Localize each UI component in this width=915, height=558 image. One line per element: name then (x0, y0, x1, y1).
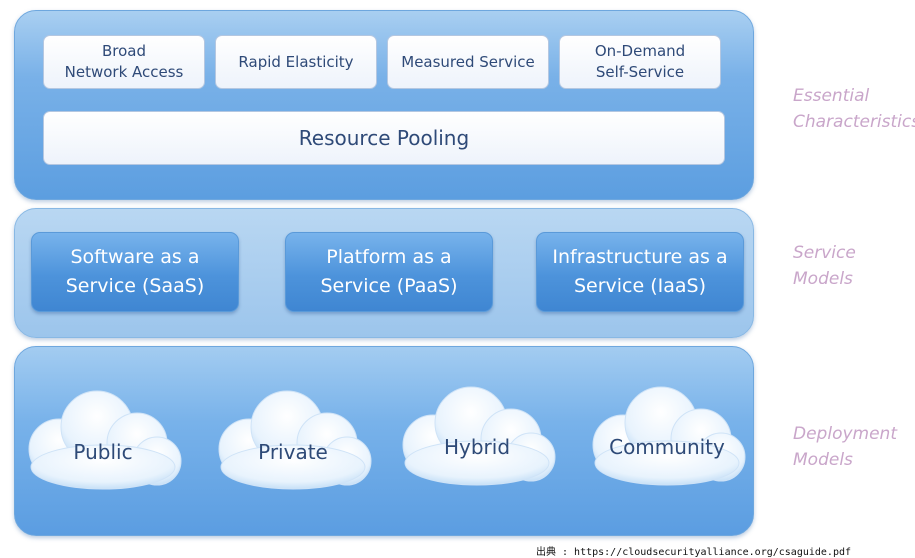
char-broad-network-access: Broad Network Access (43, 35, 205, 89)
char-measured-service: Measured Service (387, 35, 549, 89)
cloud-label-hybrid: Hybrid (443, 435, 511, 459)
cloud-icon (218, 390, 372, 490)
side-label-essential: Essential Characteristics (793, 86, 915, 132)
source-note: 出典 : https://cloudsecurityalliance.org/c… (536, 547, 852, 558)
cloud-label-public: Public (73, 440, 133, 464)
cloud-label-community: Community (609, 435, 725, 459)
char-on-demand-self-service: On-Demand Self-Service (559, 35, 721, 89)
service-models-panel: Software as a Service (SaaS) Platform as… (14, 208, 754, 338)
char-rapid-elasticity: Rapid Elasticity (215, 35, 377, 89)
cloud-private: Private (209, 385, 377, 493)
service-model-saas: Software as a Service (SaaS) (31, 232, 239, 312)
deployment-models-panel: Public Private (14, 346, 754, 536)
essential-characteristics-panel: Broad Network Access Rapid Elasticity Me… (14, 10, 754, 200)
service-model-paas: Platform as a Service (PaaS) (285, 232, 493, 312)
cloud-label-private: Private (258, 440, 328, 464)
cloud-icon (28, 390, 182, 490)
service-model-iaas: Infrastructure as a Service (IaaS) (536, 232, 744, 312)
cloud-community: Community (583, 381, 751, 489)
side-label-service: Service Models (793, 243, 856, 289)
char-resource-pooling: Resource Pooling (43, 111, 725, 165)
side-label-deployment: Deployment Models (793, 424, 897, 470)
cloud-hybrid: Hybrid (393, 381, 561, 489)
cloud-public: Public (19, 385, 187, 493)
cloud-icon (592, 386, 746, 486)
cloud-icon (402, 386, 556, 486)
